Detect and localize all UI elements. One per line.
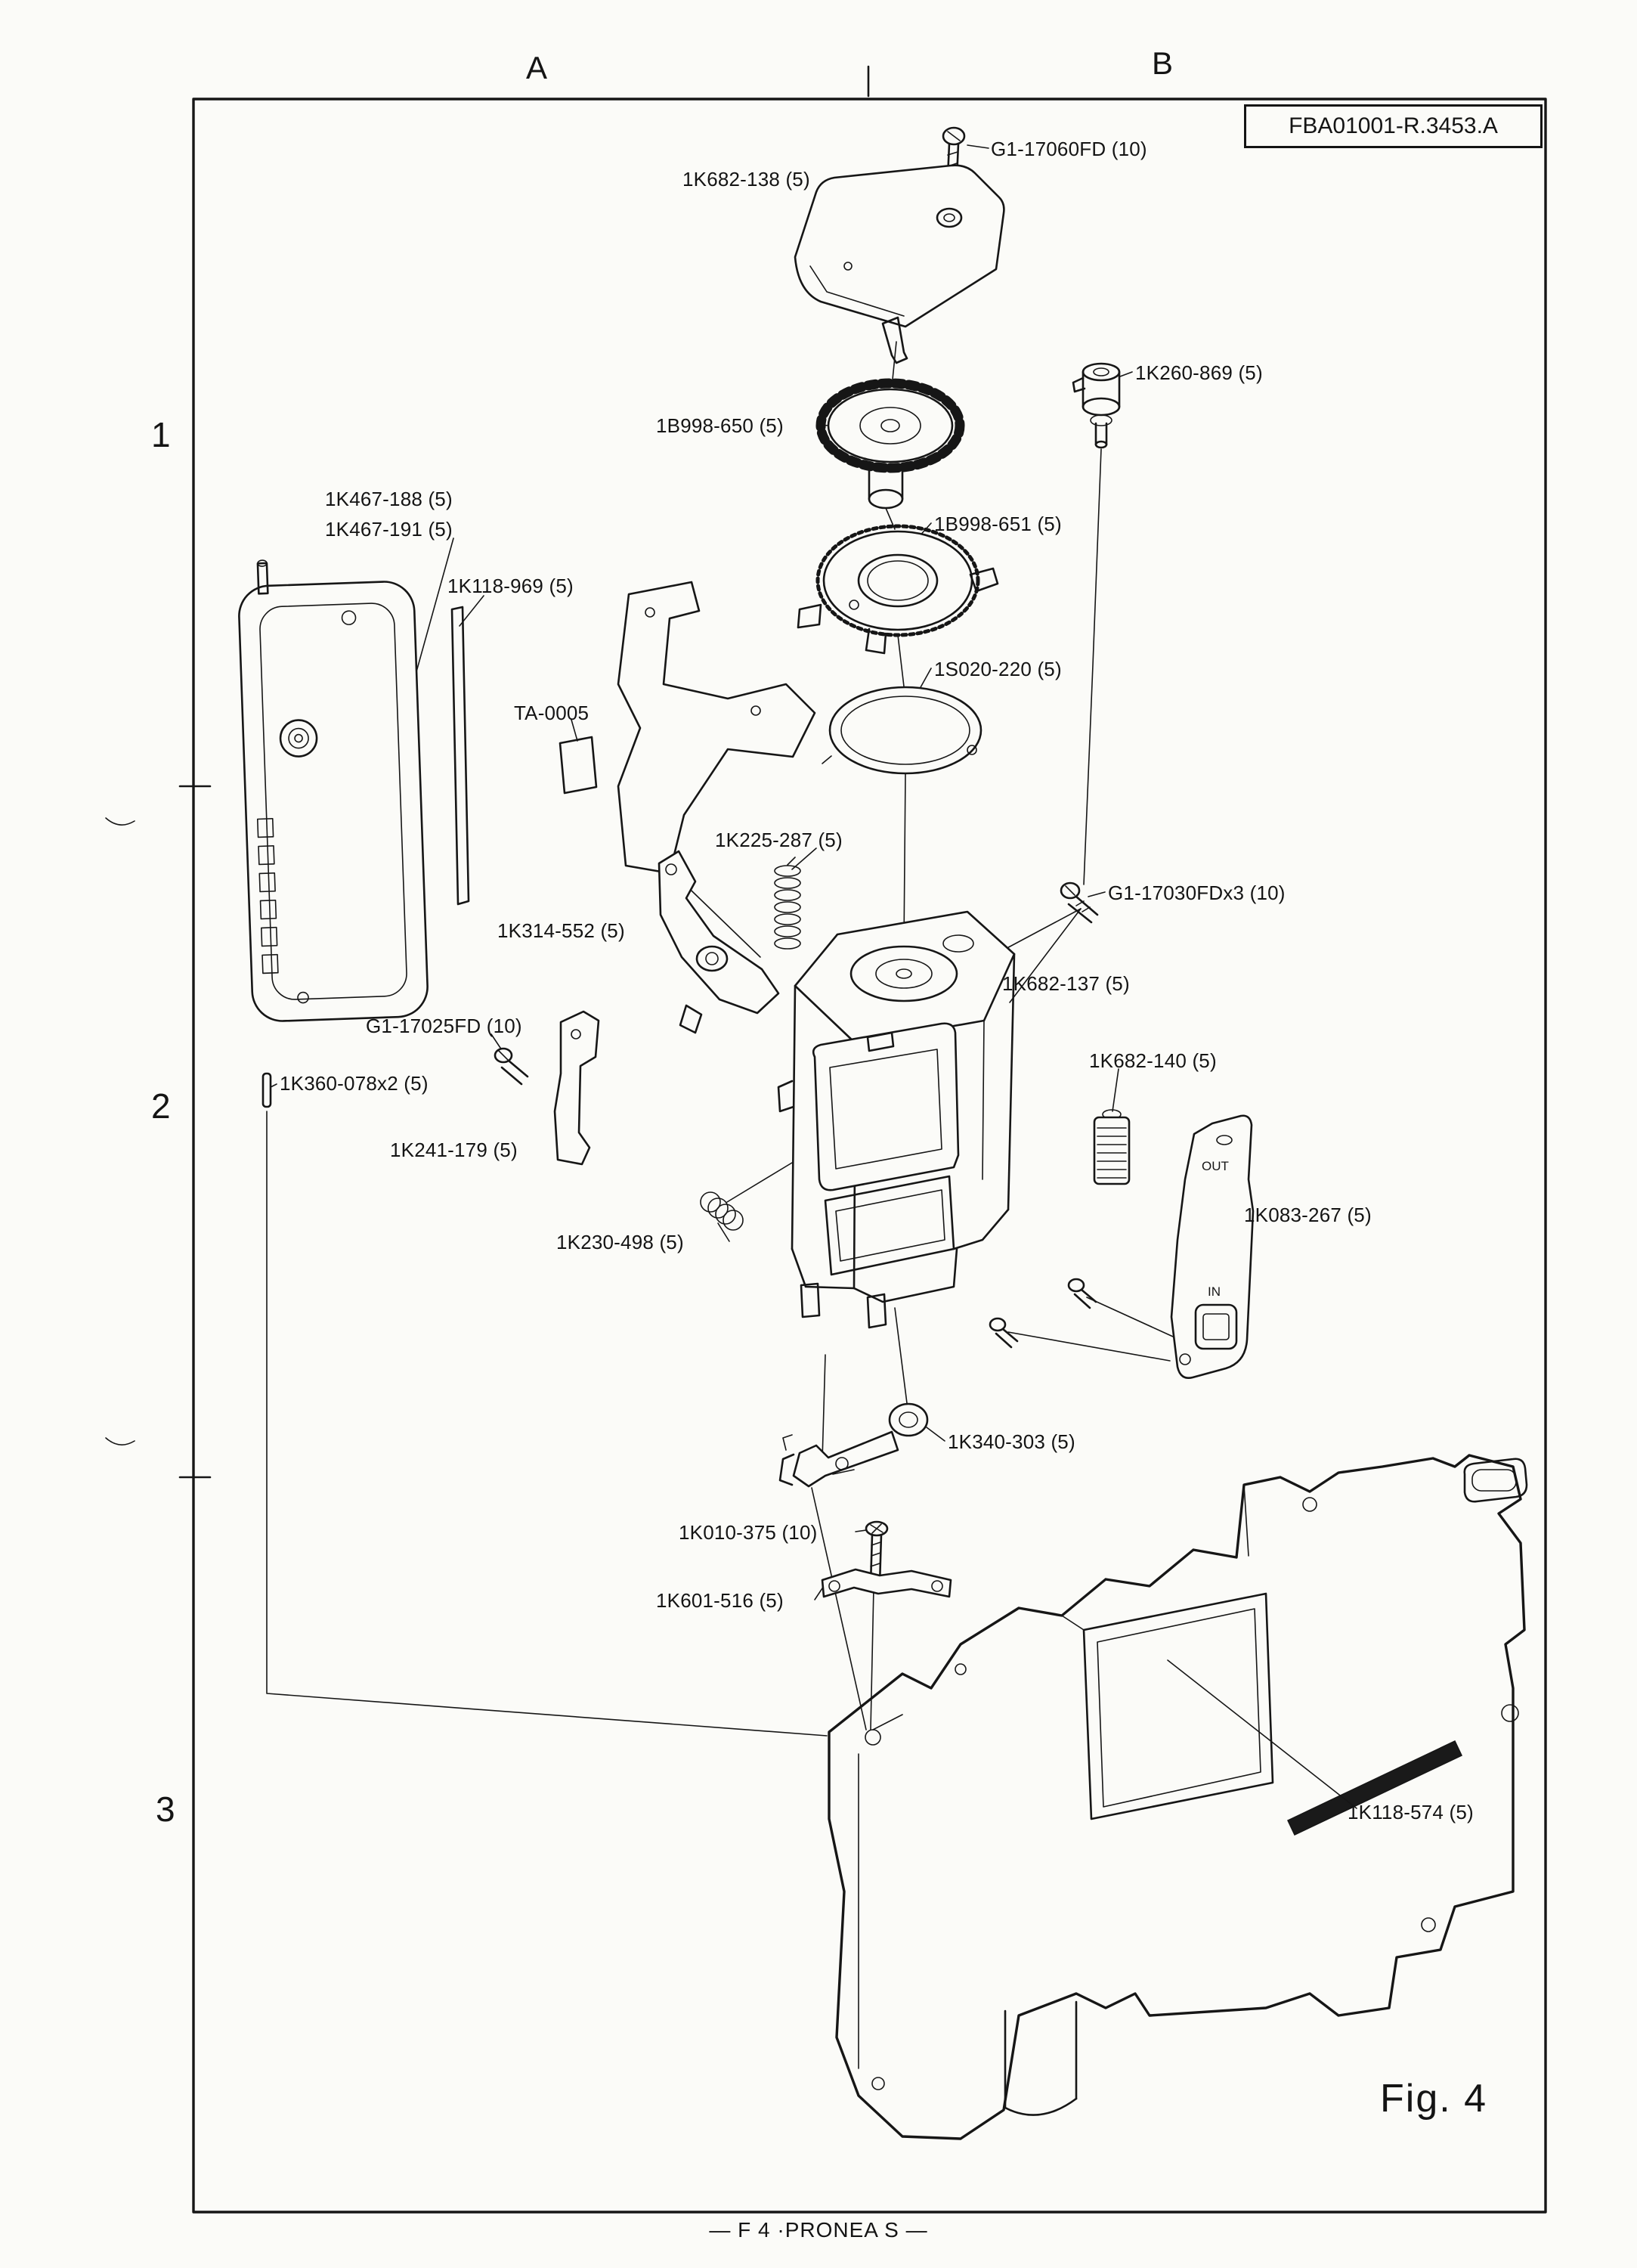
part-1k118-574-strip [1287, 1740, 1462, 1836]
screw-g1-17025fd-drawing [494, 1047, 529, 1086]
part-label-g1-17060fd: G1-17060FD (10) [991, 138, 1147, 160]
part-1k360-078-pin-drawing [261, 1072, 272, 1108]
part-label-1k682-138: 1K682-138 (5) [682, 168, 810, 191]
part-label-1k601-516: 1K601-516 (5) [656, 1589, 784, 1612]
part-label-1k241-179: 1K241-179 (5) [390, 1139, 518, 1161]
part-label-1b998-650: 1B998-650 (5) [656, 414, 784, 437]
part-label-1k340-303: 1K340-303 (5) [948, 1430, 1075, 1453]
part-label-1k314-552: 1K314-552 (5) [497, 919, 625, 942]
bracket-in-text: IN [1208, 1284, 1221, 1299]
part-label-1k260-869: 1K260-869 (5) [1135, 361, 1263, 384]
part-label-1k118-574: 1K118-574 (5) [1348, 1801, 1474, 1823]
part-label-ta-0005: TA-0005 [514, 702, 590, 724]
part-label-1b998-651: 1B998-651 (5) [934, 513, 1062, 535]
part-label-1k682-140: 1K682-140 (5) [1089, 1049, 1217, 1072]
part-label-1k467-191: 1K467-191 (5) [325, 518, 453, 541]
row-marker-2: 2 [151, 1086, 171, 1126]
figure-label: Fig. 4 [1380, 2077, 1488, 2121]
part-base-plate-drawing [828, 1454, 1528, 2140]
part-label-1k010-375: 1K010-375 (10) [679, 1521, 818, 1544]
page-border [105, 65, 1547, 2214]
bracket-out-text: OUT [1202, 1159, 1229, 1173]
screw-small-right-drawing [1067, 1278, 1097, 1309]
part-back-door-drawing [238, 559, 429, 1022]
screw-g1-17030fd-drawing [1060, 881, 1099, 924]
part-1b998-650-gear-drawing [815, 378, 965, 510]
part-label-1s020-220: 1S020-220 (5) [934, 658, 1062, 680]
drawing-number-box: FBA01001-R.3453.A [1244, 104, 1543, 148]
part-1k118-969-strip-drawing [450, 606, 470, 906]
part-1k241-179-drawing [553, 1010, 600, 1166]
column-header-a: A [526, 50, 548, 85]
part-1s020-220-ring-drawing [822, 686, 983, 775]
part-1k230-498-spring-drawing [700, 1191, 744, 1231]
part-label-1k083-267: 1K083-267 (5) [1244, 1204, 1372, 1226]
part-1k682-137-body-drawing [777, 910, 1016, 1329]
part-label-1k118-969: 1K118-969 (5) [447, 575, 574, 597]
part-label-1k230-498: 1K230-498 (5) [556, 1231, 684, 1253]
part-1k083-267-bracket-drawing: OUT IN [1170, 1114, 1255, 1379]
screw-small-left-drawing [989, 1317, 1019, 1349]
part-label-g1-17030fd: G1-17030FDx3 (10) [1108, 881, 1286, 904]
row-marker-3: 3 [156, 1789, 175, 1829]
part-ta-0005-drawing [559, 736, 598, 795]
part-label-g1-17025fd: G1-17025FD (10) [366, 1015, 522, 1037]
page-footer: — F 4 ·PRONEA S — [709, 2218, 928, 2242]
part-label-1k225-287: 1K225-287 (5) [715, 829, 843, 851]
part-1k682-138-drawing [794, 164, 1005, 364]
part-1k225-287-spring-drawing [774, 857, 801, 950]
part-label-1k467-188: 1K467-188 (5) [325, 488, 453, 510]
part-1k260-869-drawing [1072, 362, 1121, 449]
column-header-b: B [1152, 45, 1174, 81]
part-flex-circuit-drawing [559, 581, 816, 875]
part-label-1k682-137: 1K682-137 (5) [1002, 972, 1130, 995]
part-1b998-651-cam-drawing [797, 524, 999, 655]
part-1k682-140-drawing [1093, 1109, 1131, 1185]
part-label-1k360-078: 1K360-078x2 (5) [280, 1072, 429, 1095]
row-marker-1: 1 [151, 415, 171, 454]
part-1k340-303-lever-drawing [778, 1402, 929, 1488]
part-1k601-516-plate-drawing [821, 1568, 952, 1598]
part-1k314-552-lever-drawing [658, 850, 780, 1034]
